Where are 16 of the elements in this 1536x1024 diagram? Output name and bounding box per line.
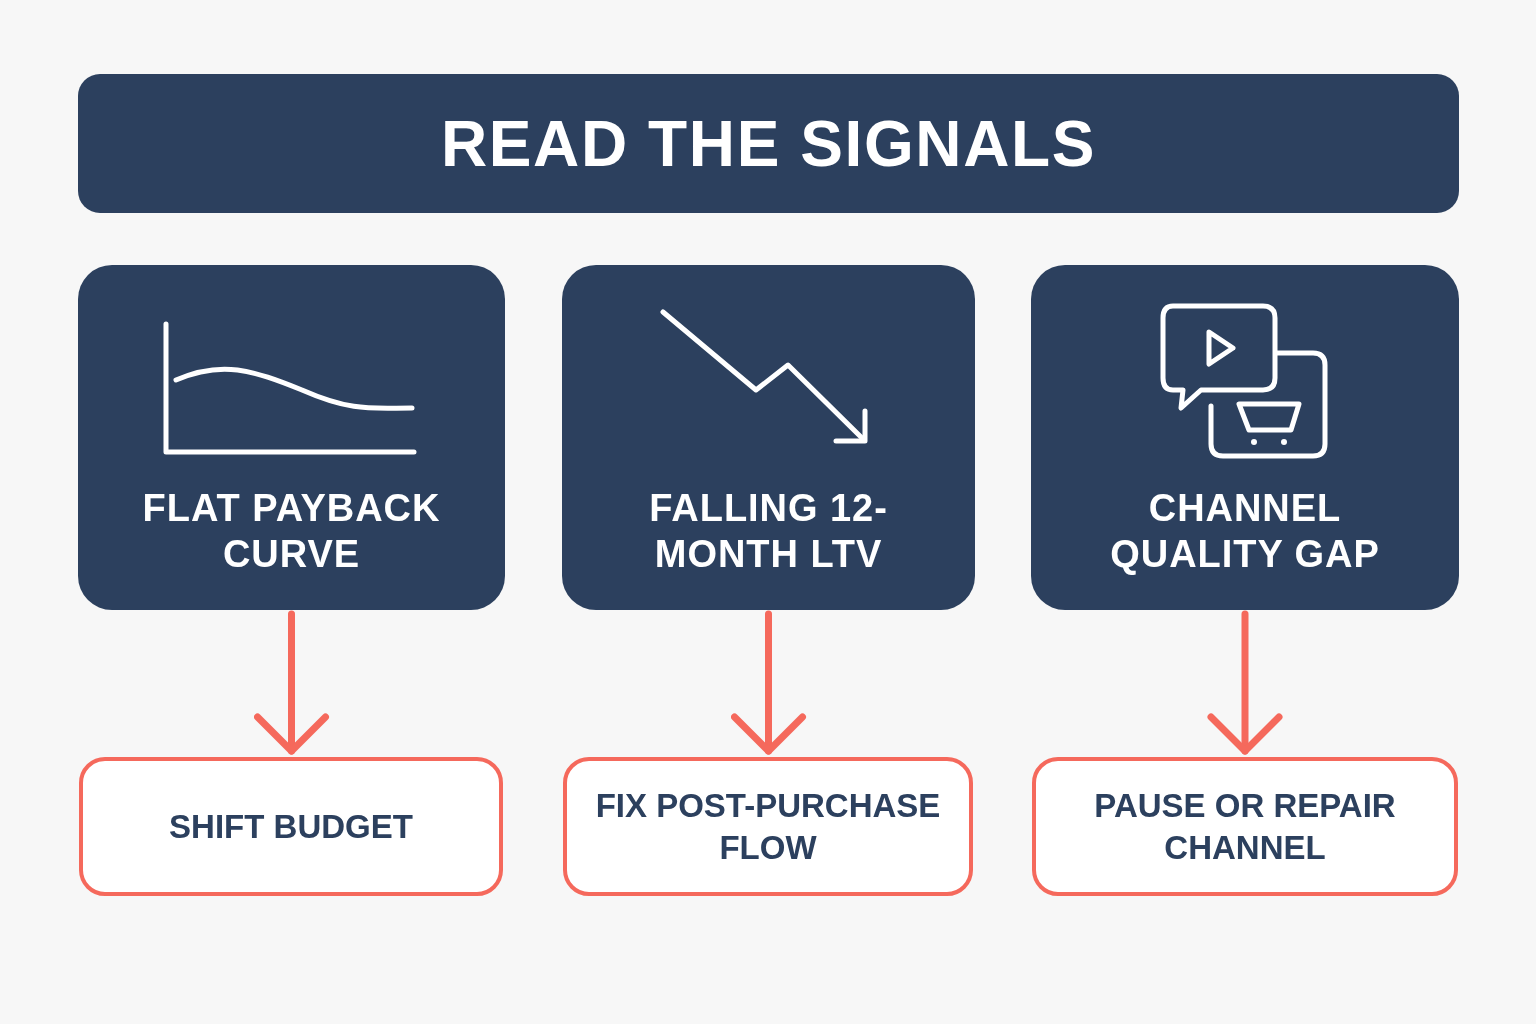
title: READ THE SIGNALS: [441, 106, 1096, 182]
action-label: PAUSE OR REPAIR CHANNEL: [1093, 785, 1397, 868]
signal-label: FLAT PAYBACK CURVE: [141, 486, 442, 577]
arrow: [731, 610, 806, 755]
action-box: [563, 757, 973, 896]
action-box: [1032, 757, 1458, 896]
arrow: [254, 610, 329, 755]
action-label: FIX POST-PURCHASE FLOW: [594, 785, 942, 868]
action-box: [79, 757, 503, 896]
signal-card: [562, 265, 975, 610]
signal-label: CHANNEL QUALITY GAP: [1109, 486, 1381, 577]
signal-card: [78, 265, 505, 610]
action-label: SHIFT BUDGET: [168, 806, 414, 847]
signal-card: [1031, 265, 1459, 610]
signal-label: FALLING 12-MONTH LTV: [648, 486, 889, 577]
arrow: [1207, 610, 1283, 755]
